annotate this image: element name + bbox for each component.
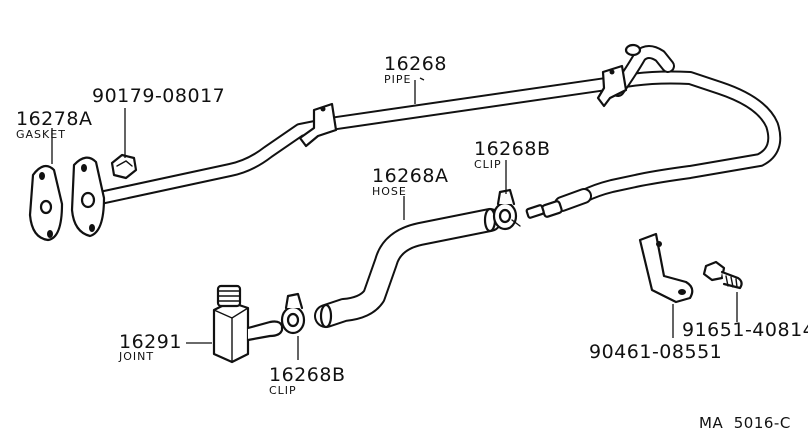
- callout-clip-upper: 16268B CLIP: [474, 138, 550, 171]
- joint-part-number: 16291: [119, 331, 182, 353]
- callout-hose: 16268A HOSE: [372, 165, 448, 198]
- callout-bolt: 91651-40814: [682, 319, 808, 341]
- clip-lower-part-name: CLIP: [269, 384, 297, 397]
- gasket-part-name: GASKET: [16, 128, 66, 141]
- gasket-16278A: [28, 156, 106, 242]
- pipe-part-number: 16268: [384, 53, 447, 75]
- diagram-code: MA 5016-C: [699, 414, 791, 432]
- clip-upper-part-name: CLIP: [474, 158, 502, 171]
- bolt-part-number: 91651-40814: [682, 319, 808, 341]
- nut-90179-08017: [110, 153, 138, 180]
- clip-16268B-lower: [280, 292, 306, 335]
- callout-nut: 90179-08017: [92, 85, 225, 107]
- leader-lines: [51, 80, 738, 360]
- bolt-91651-40814: [702, 260, 743, 290]
- clip-upper-part-number: 16268B: [474, 138, 550, 160]
- pipe-16268: [85, 43, 782, 219]
- joint-part-name: JOINT: [118, 350, 154, 363]
- nut-part-number: 90179-08017: [92, 85, 225, 107]
- callout-gasket: 16278A GASKET: [16, 108, 92, 141]
- pipe-part-name: PIPE: [384, 73, 411, 86]
- bracket-part-number: 90461-08551: [589, 341, 722, 363]
- clip-16268B-upper: [492, 188, 521, 231]
- hose-part-number: 16268A: [372, 165, 448, 187]
- callout-joint: 16291 JOINT: [118, 331, 182, 363]
- hose-16268A: [314, 207, 502, 329]
- pipe-clamp-bracket: [298, 64, 628, 148]
- callout-clip-lower: 16268B CLIP: [269, 364, 345, 397]
- gasket-part-number: 16278A: [16, 108, 92, 130]
- clip-lower-part-number: 16268B: [269, 364, 345, 386]
- hose-part-name: HOSE: [372, 185, 407, 198]
- joint-16291: [212, 284, 284, 364]
- bracket-90461-08551: [638, 232, 694, 304]
- callout-bracket: 90461-08551: [589, 341, 722, 363]
- callout-pipe: 16268 PIPE: [384, 53, 447, 86]
